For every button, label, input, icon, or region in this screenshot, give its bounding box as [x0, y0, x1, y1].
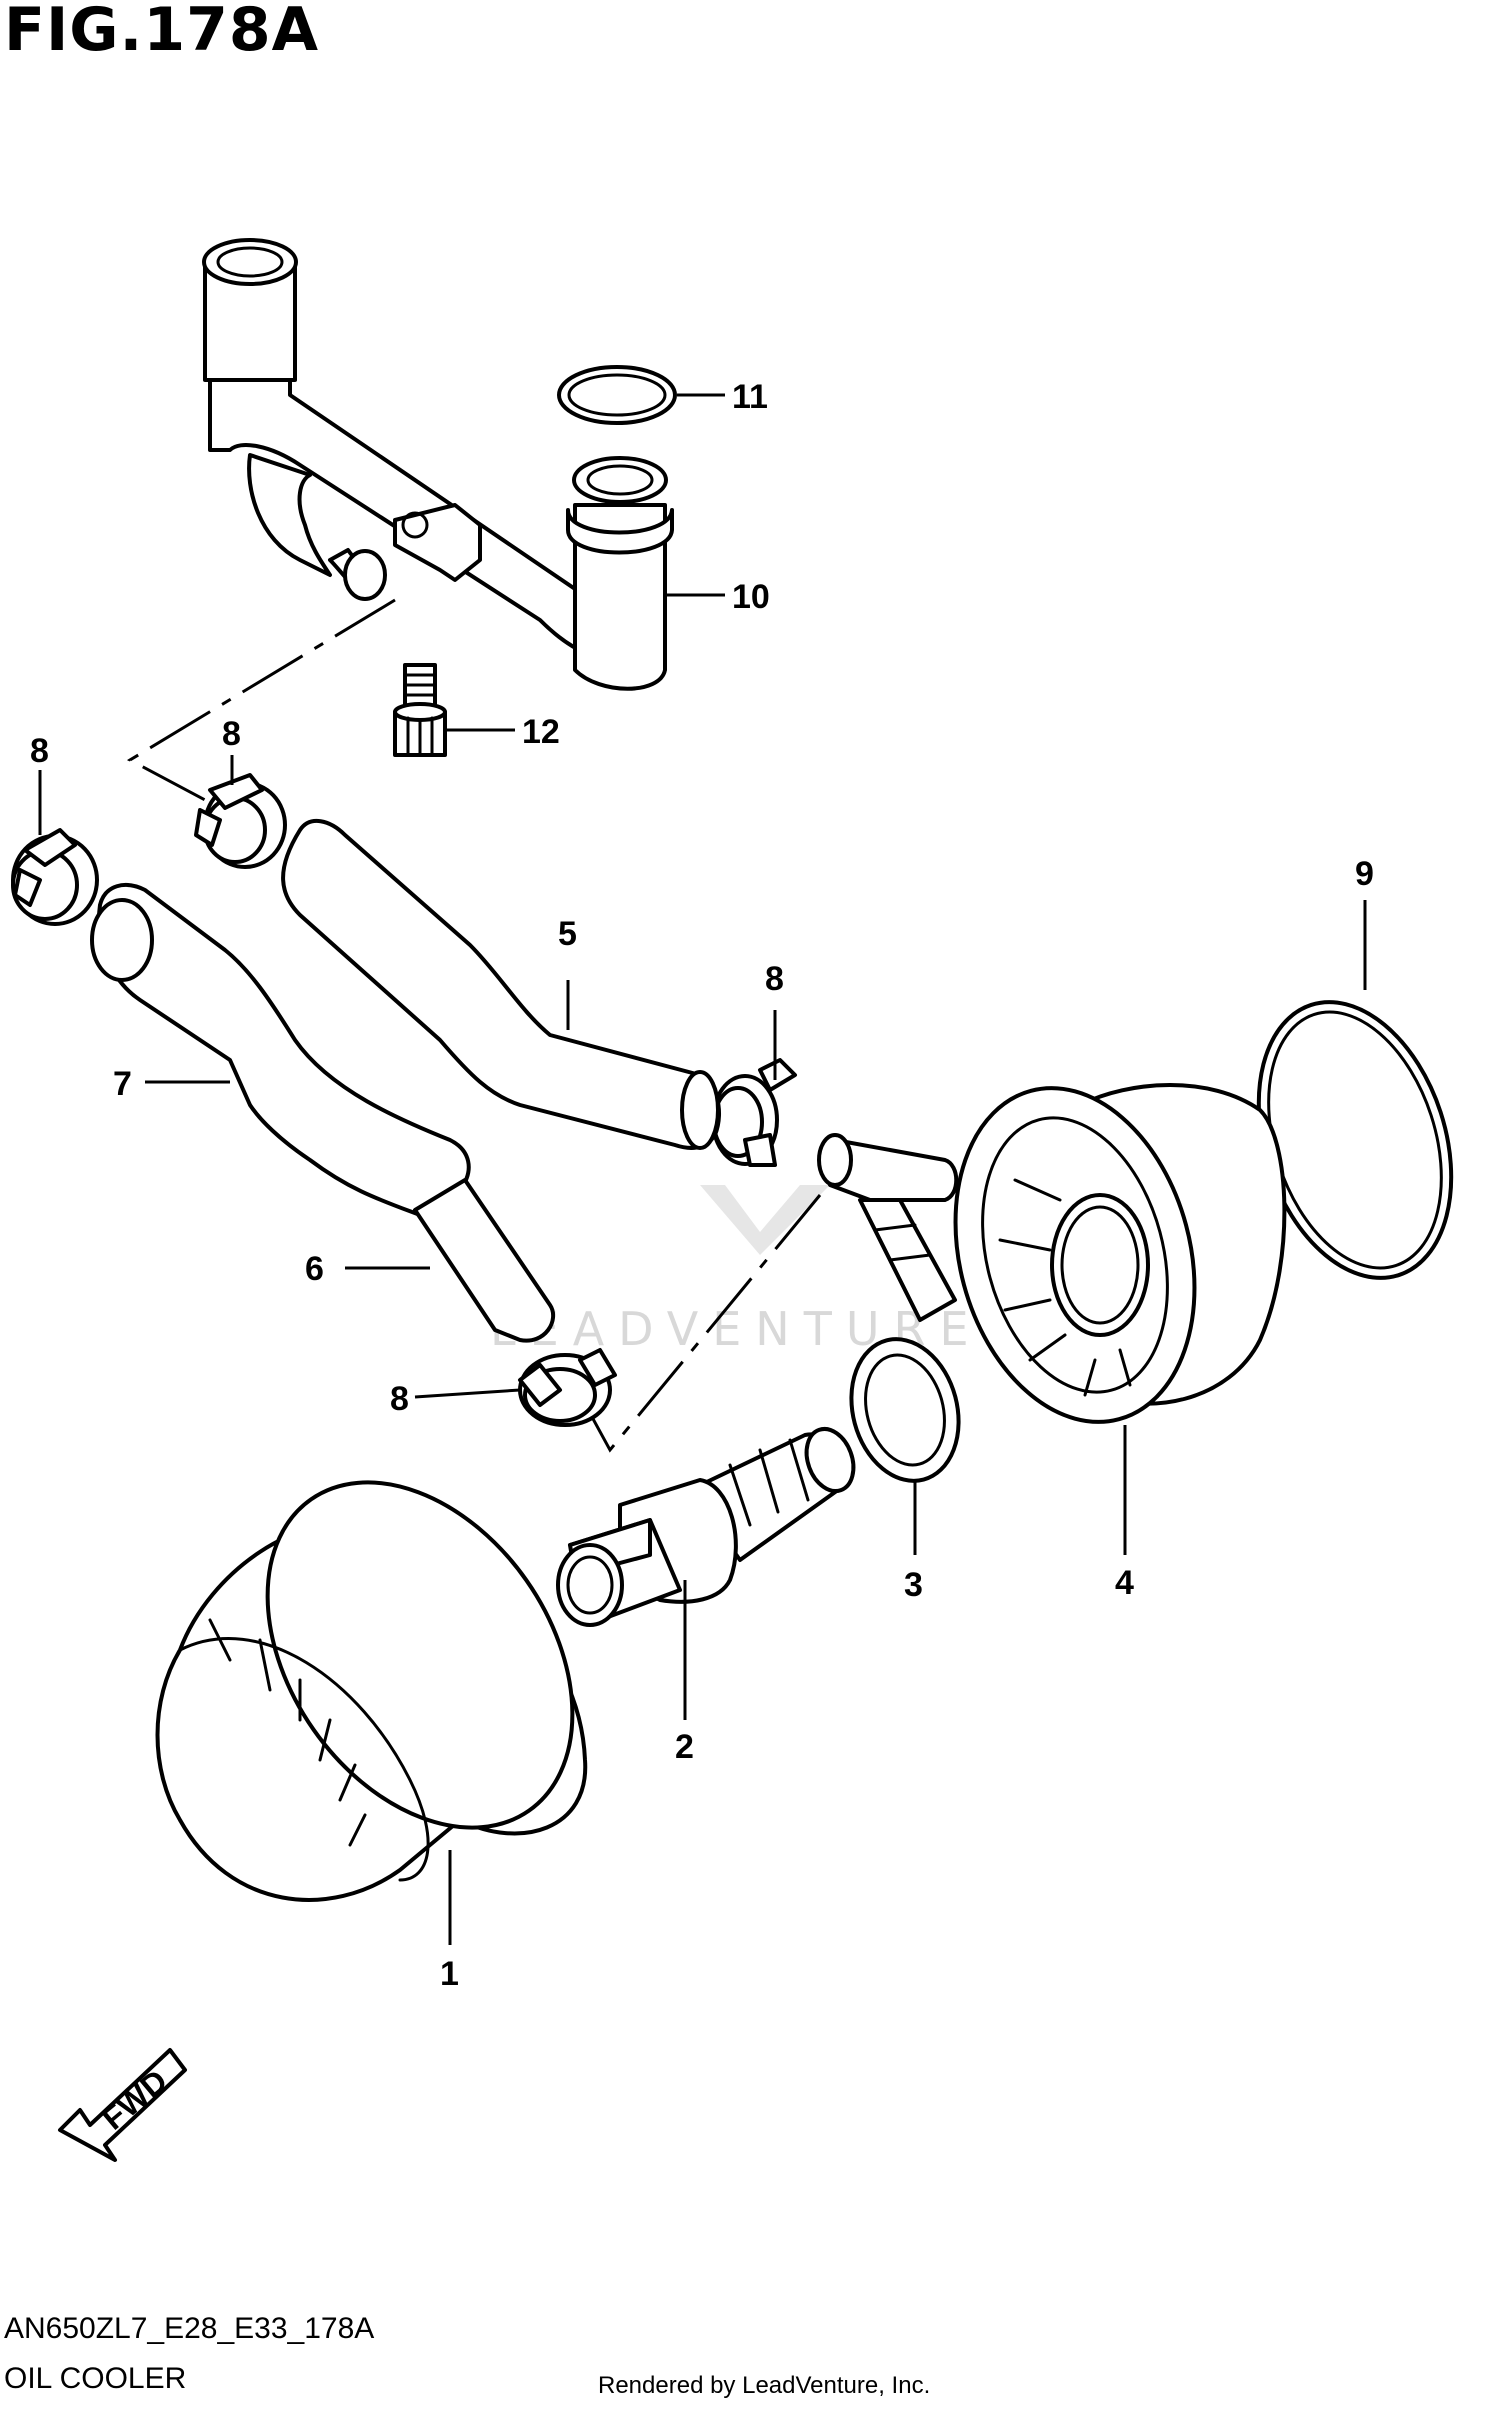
hose-icon[interactable] — [90, 883, 556, 1343]
hose-icon[interactable] — [281, 819, 721, 1150]
figure-name: OIL COOLER — [4, 2362, 187, 2395]
callout-10: 10 — [732, 578, 770, 616]
callout-8-lower: 8 — [390, 1380, 409, 1418]
clamp-icon[interactable] — [711, 1058, 797, 1167]
union-bolt-icon[interactable] — [556, 1422, 862, 1627]
callouts: 11 10 12 8 8 5 8 9 7 6 8 3 4 2 1 — [30, 378, 1374, 1993]
fwd-arrow-icon: FWD — [58, 2048, 187, 2162]
leader-lines — [38, 393, 1367, 1945]
figure-code: AN650ZL7_E28_E33_178A — [4, 2312, 375, 2345]
callout-2: 2 — [675, 1728, 694, 1766]
credit-text: Rendered by LeadVenture, Inc. — [598, 2372, 931, 2399]
callout-8-upper: 8 — [222, 715, 241, 753]
pipe-icon[interactable] — [202, 238, 674, 691]
callout-6: 6 — [305, 1250, 324, 1288]
clamp-icon[interactable] — [518, 1348, 617, 1427]
gasket-icon[interactable] — [836, 1327, 974, 1493]
callout-9: 9 — [1355, 855, 1374, 893]
callout-1: 1 — [440, 1955, 459, 1993]
callout-8-left: 8 — [30, 732, 49, 770]
oil-cooler-icon[interactable] — [817, 1061, 1287, 1449]
o-ring-icon[interactable] — [557, 365, 677, 425]
figure-title: FIG.178A — [4, 0, 320, 65]
callout-12: 12 — [522, 713, 560, 751]
callout-4: 4 — [1115, 1564, 1134, 1602]
clamp-icon[interactable] — [11, 828, 99, 926]
oil-filter-icon[interactable] — [155, 1425, 636, 1902]
callout-5: 5 — [558, 915, 577, 953]
callout-11: 11 — [732, 378, 768, 416]
bolt-icon[interactable] — [393, 663, 447, 757]
callout-7: 7 — [113, 1065, 132, 1103]
clamp-icon[interactable] — [194, 773, 287, 869]
callout-3: 3 — [904, 1566, 923, 1604]
callout-8-right: 8 — [765, 960, 784, 998]
